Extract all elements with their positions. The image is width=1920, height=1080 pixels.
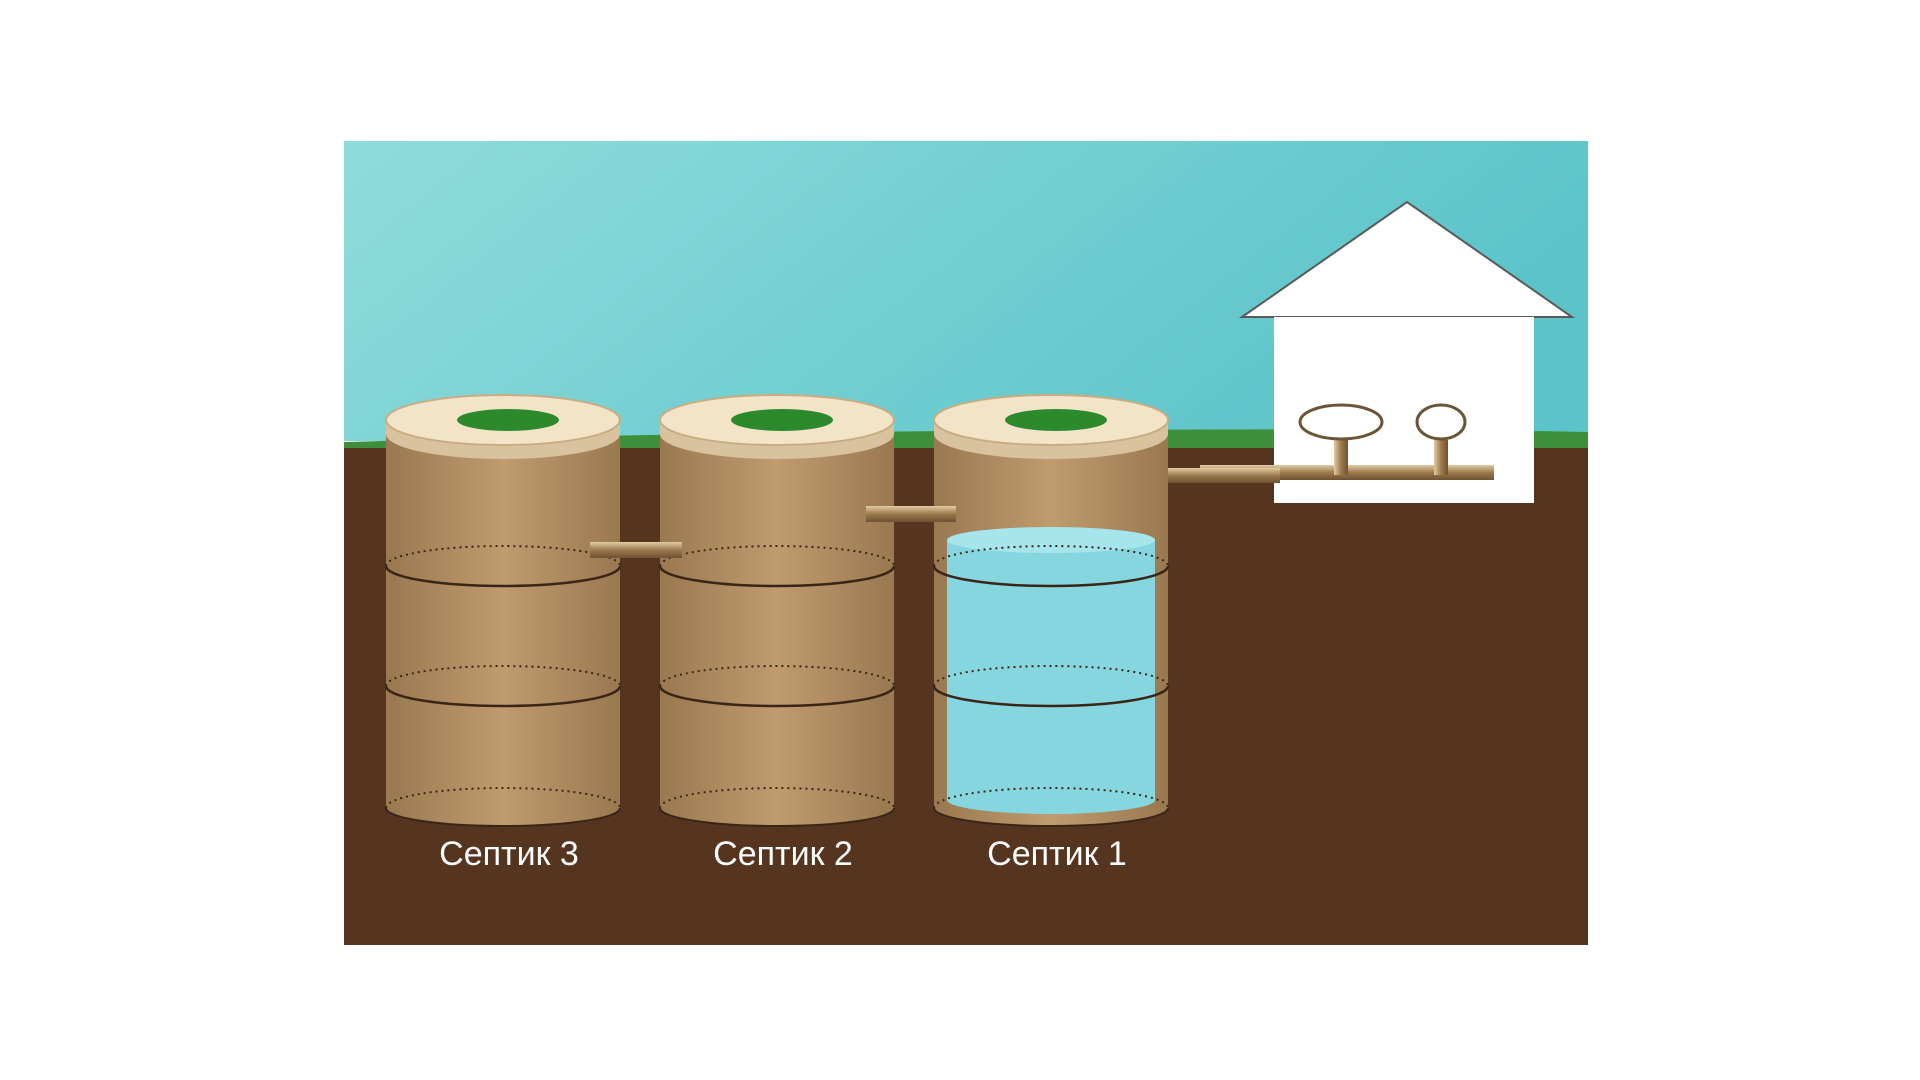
- toilet-riser-2: [1434, 440, 1448, 475]
- water-surface: [947, 527, 1155, 553]
- tank-body: [386, 420, 620, 826]
- ring-back-line: [659, 665, 895, 687]
- tank-2: Септик 2: [658, 394, 896, 873]
- ring-back-line: [933, 665, 1169, 687]
- lid-hatch: [1005, 409, 1107, 431]
- tank-bottom-edge: [659, 807, 895, 827]
- ring-front-line: [384, 565, 622, 588]
- tank-bottom-edge: [385, 807, 621, 827]
- tank-label: Септик 3: [439, 835, 579, 873]
- ring-back-line: [659, 787, 895, 809]
- toilet-riser-1: [1334, 440, 1348, 475]
- ring-front-line: [384, 685, 622, 708]
- ring-front-line: [658, 565, 896, 588]
- ring-back-line: [385, 787, 621, 809]
- tank-label: Септик 1: [987, 835, 1127, 873]
- tanks-group: Септик 3 Септик 2 Септик 1: [384, 394, 1170, 873]
- tank-label: Септик 2: [713, 835, 853, 873]
- tank-bottom-edge: [933, 807, 1169, 827]
- toilet-bowl-icon: [1298, 403, 1384, 441]
- ring-back-line: [933, 787, 1169, 809]
- inlet-pipe: [1140, 468, 1280, 483]
- ring-back-line: [659, 545, 895, 567]
- ring-back-line: [385, 545, 621, 567]
- tank-body: [660, 420, 894, 826]
- tank-1: Септик 1: [932, 394, 1170, 873]
- lid-hatch: [457, 409, 559, 431]
- pipe-tank2-to-tank3: [590, 542, 682, 558]
- ring-front-line: [932, 565, 1170, 588]
- tank-3: Септик 3: [384, 394, 622, 873]
- sink-icon: [1415, 403, 1467, 441]
- lid-hatch: [731, 409, 833, 431]
- ring-back-line: [385, 665, 621, 687]
- pipe-tank1-to-tank2: [866, 506, 956, 522]
- ring-back-line: [933, 545, 1169, 567]
- water-fill: [947, 540, 1155, 814]
- ring-front-line: [932, 685, 1170, 708]
- ring-front-line: [658, 685, 896, 708]
